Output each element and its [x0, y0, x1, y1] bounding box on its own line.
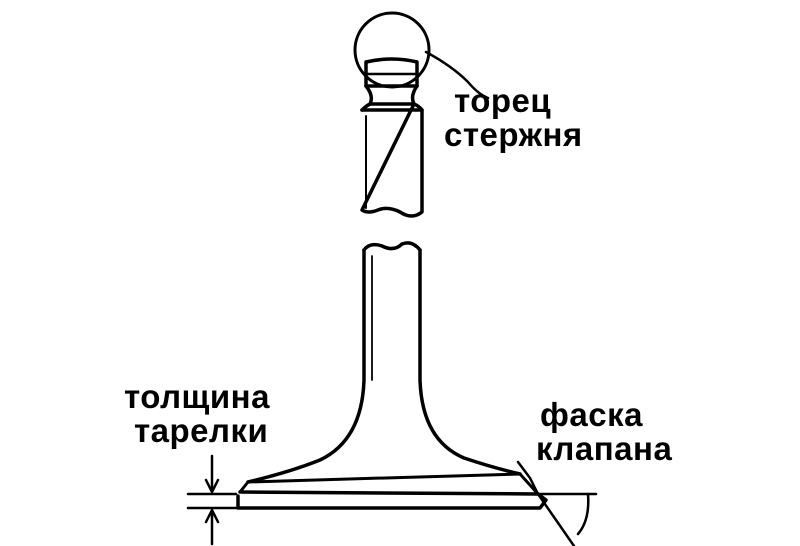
stem-end-leader [424, 50, 490, 100]
valve-head [236, 472, 548, 510]
head-thickness-label-line1: толщина [124, 378, 270, 415]
head-thickness-label: толщина тарелки [124, 380, 270, 448]
keeper-groove [364, 84, 419, 106]
head-thickness-label-line2: тарелки [134, 412, 269, 449]
stem-end-label-line1: торец [454, 82, 552, 119]
stem-upper-body [360, 102, 424, 218]
stem-tip [364, 57, 419, 88]
stem-lower-body [246, 248, 366, 484]
valve-stem-upper [353, 11, 431, 218]
thickness-dimension [186, 454, 238, 546]
stem-break [362, 241, 422, 252]
valve-margin [236, 492, 548, 510]
valve-stem-lower [246, 241, 522, 484]
stem-end-label-line2: стержня [444, 116, 583, 153]
valve-face-leader [516, 460, 540, 496]
stem-end-label: торец стержня [444, 84, 583, 152]
valve-face-label-line2: клапана [536, 430, 673, 467]
valve-face-label: фаска клапана [536, 398, 672, 466]
valve-face-label-line1: фаска [540, 396, 643, 433]
face-angle-indicator [536, 492, 598, 546]
